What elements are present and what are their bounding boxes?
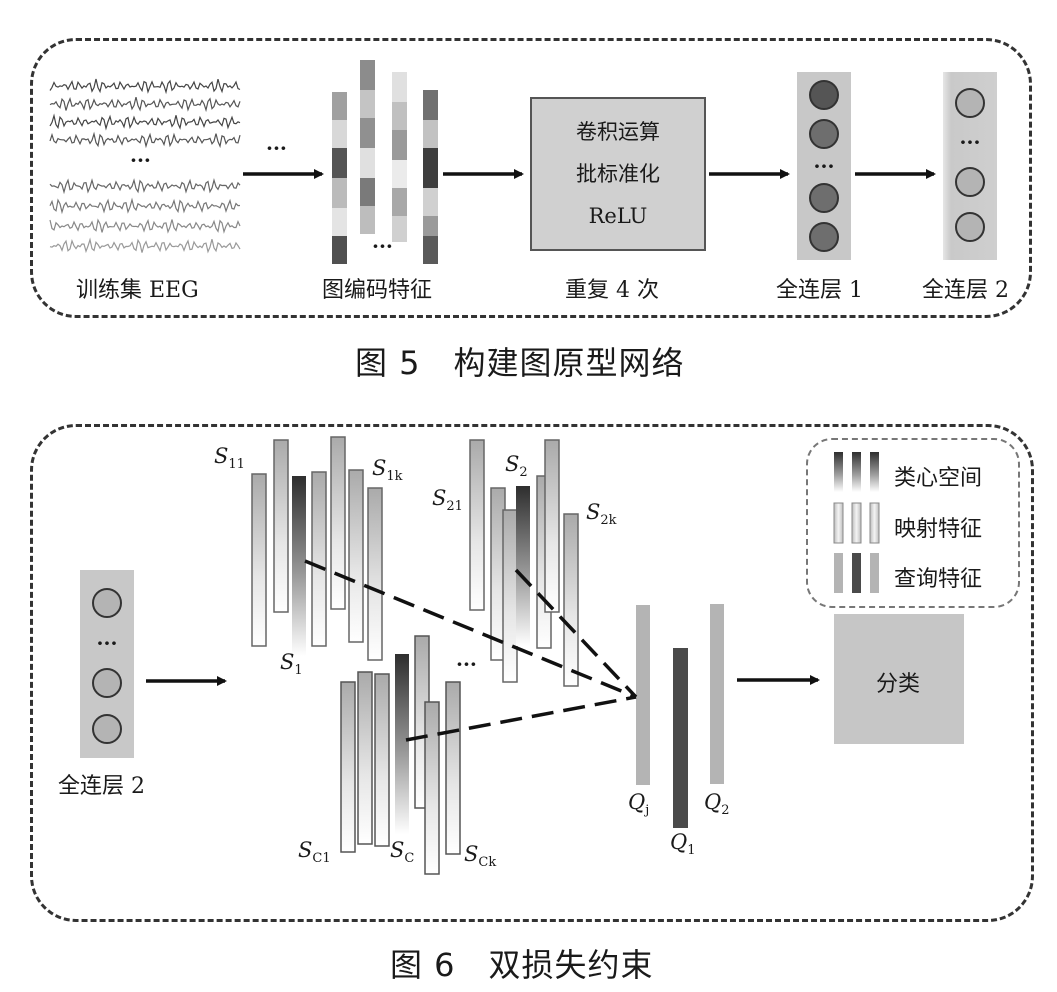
eeg-label: 训练集 EEG (76, 278, 199, 303)
classify-box (834, 614, 964, 744)
legend-box (806, 438, 1020, 608)
fig5-frame (30, 38, 1032, 318)
label-s1k: S1k (372, 456, 403, 485)
eeg-wave-line (49, 113, 241, 131)
label-s2k: S2k (586, 500, 617, 529)
classify-label: 分类 (876, 672, 921, 697)
fig6-fc2-node (92, 588, 122, 618)
fc2-nodes: ··· (943, 80, 997, 250)
fc2-node (955, 166, 985, 197)
label-s11: S11 (214, 444, 245, 473)
eeg-wave-line (49, 96, 241, 113)
conv-line-3: ReLU (588, 204, 648, 228)
bar-s21 (469, 439, 485, 611)
bar-s1k (367, 487, 383, 661)
bar-s1-center (292, 476, 306, 656)
fig6-fc2-ellipsis: ··· (96, 631, 118, 655)
fc2-node (955, 87, 985, 118)
legend-class-center: 类心空间 (894, 466, 983, 491)
conv-line-2: 批标准化 (576, 162, 660, 186)
fc1-node (809, 80, 839, 111)
classC-bars (340, 635, 461, 875)
fc1-nodes: ··· (797, 76, 851, 256)
fc2-node (955, 212, 985, 243)
bar-sc-a (357, 671, 373, 845)
eeg-wave-line (49, 197, 241, 215)
graph-feature-columns (332, 60, 438, 264)
eeg-wave-line (49, 78, 241, 95)
legend-query-feature: 查询特征 (894, 567, 983, 592)
repeat-label: 重复 4 次 (565, 278, 659, 303)
bar-s11 (251, 473, 267, 647)
bar-sc-d (424, 701, 440, 875)
bar-q2 (710, 604, 724, 784)
label-sc1: SC1 (298, 838, 331, 867)
graph-ellipsis: ··· (372, 234, 393, 258)
fc1-label: 全连层 1 (776, 278, 863, 303)
eeg-ellipsis: ··· (130, 148, 151, 172)
bar-sck (445, 681, 461, 855)
bar-sc-b (374, 673, 390, 847)
label-sck: SCk (464, 842, 497, 871)
bar-s2-d (544, 439, 560, 613)
eeg-wave-line (49, 218, 241, 234)
bar-sc1 (340, 681, 356, 853)
eeg-wave-line (49, 131, 241, 149)
fc1-ellipsis: ··· (813, 153, 835, 178)
fig6-fc2-label: 全连层 2 (58, 774, 145, 799)
graph-encoding-label: 图编码特征 (322, 278, 433, 303)
bar-q1 (673, 648, 688, 828)
fig6-fc2-node (92, 668, 122, 698)
bar-s1-c (330, 436, 346, 610)
fig6-frame (30, 424, 1034, 922)
eeg-wave-line (49, 237, 241, 254)
label-q1: Q1 (670, 830, 696, 859)
label-sc: SC (390, 838, 415, 867)
fc1-node (809, 221, 839, 252)
bar-qj (636, 605, 650, 785)
eeg-waveforms (49, 78, 241, 254)
class1-bars (251, 436, 383, 661)
fig5-caption: 图 5 构建图原型网络 (355, 344, 685, 382)
distance-lines (304, 559, 638, 742)
bar-s1-b (311, 471, 327, 647)
fig6-caption: 图 6 双损失约束 (390, 946, 654, 984)
label-q2: Q2 (704, 790, 730, 819)
legend-bars (833, 452, 880, 593)
bar-s2k (563, 513, 579, 687)
eeg-wave-line (49, 177, 241, 195)
label-s1: S1 (280, 650, 303, 679)
fc1-node (809, 118, 839, 149)
conv-block: 卷积运算 批标准化 ReLU (530, 97, 706, 251)
fig6-arrows (146, 675, 820, 686)
bar-sc-center (395, 654, 409, 834)
query-bars (636, 604, 724, 828)
fc2-label: 全连层 2 (922, 278, 1009, 303)
label-s2: S2 (505, 452, 528, 481)
bar-s2-center (516, 486, 530, 646)
legend-mapped-feature: 映射特征 (894, 517, 983, 542)
fig6-fc2-nodes: ··· (80, 580, 134, 752)
eeg-to-graph-ellipsis: ··· (266, 136, 287, 160)
label-s21: S21 (432, 486, 463, 515)
bar-s1-extra (273, 439, 289, 613)
label-qj: Qj (628, 790, 650, 819)
fig6-fc2-node (92, 714, 122, 744)
conv-line-1: 卷积运算 (576, 120, 660, 144)
fc1-node (809, 183, 839, 214)
classes-ellipsis: ··· (456, 652, 477, 676)
fc2-ellipsis: ··· (959, 130, 981, 155)
bar-s1-d (348, 469, 364, 643)
